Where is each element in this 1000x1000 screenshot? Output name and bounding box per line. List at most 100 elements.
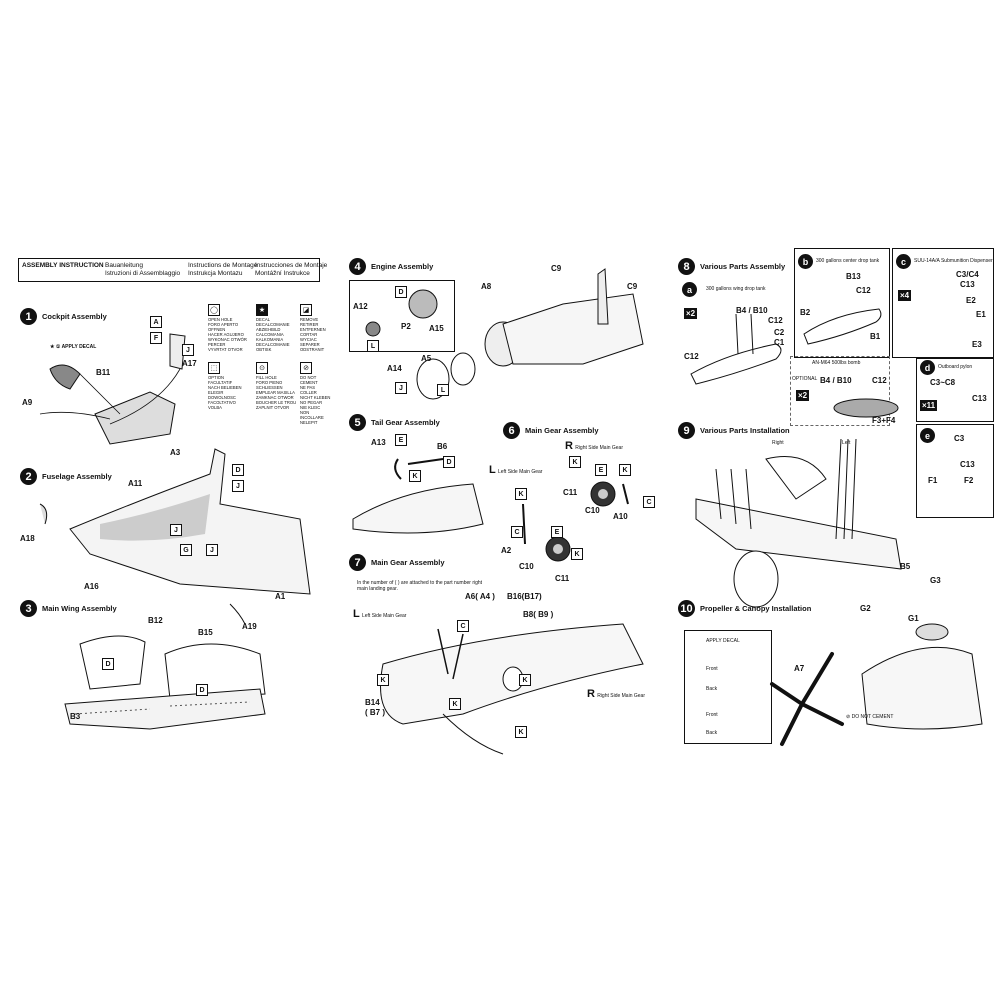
wing-drop-tank-drawing [690, 313, 782, 385]
stores-installation-drawing [695, 438, 902, 608]
step-7-heading: 7 Main Gear Assembly [349, 554, 445, 571]
main-gear-drawing [522, 481, 629, 562]
front-label: Front [706, 666, 718, 672]
part-tag: D [232, 464, 244, 476]
step-number: 9 [678, 422, 695, 439]
part-label: C12 [684, 352, 699, 361]
no-cement-icon: ⊘ [300, 362, 312, 374]
part-tag: G [180, 544, 192, 556]
part-label: C3/C4 [956, 270, 979, 279]
step-number: 5 [349, 414, 366, 431]
step-3-heading: 3 Main Wing Assembly [20, 600, 117, 617]
part-label: E3 [972, 340, 982, 349]
part-label: B4 / B10 [820, 376, 852, 385]
part-label: B12 [148, 616, 163, 625]
part-label: G3 [930, 576, 941, 585]
part-label: A9 [22, 398, 33, 407]
decal-star-icon: ★ [256, 304, 268, 316]
left-gear-label: L Left Side Main Gear [489, 464, 543, 476]
step-number: 7 [349, 554, 366, 571]
part-label: B6 [437, 442, 448, 451]
step-number: 2 [20, 468, 37, 485]
part-label: B5 [900, 562, 911, 571]
main-gear-install-drawing [380, 623, 644, 755]
part-label: B8( B9 ) [523, 610, 554, 619]
qty-badge: ×11 [920, 400, 938, 411]
part-label: C9 [627, 282, 638, 291]
header-lang-pl: Instrukcja Montazu [188, 270, 243, 277]
tail-gear-drawing [352, 458, 484, 534]
part-label: A8 [481, 282, 492, 291]
remove-icon: ◪ [300, 304, 312, 316]
sub-step-e: e [920, 428, 935, 443]
step-title: Cockpit Assembly [42, 312, 107, 321]
part-label: C13 [960, 460, 975, 469]
part-label: C11 [555, 574, 570, 583]
outboard-pylon-note: Outboard pylon [938, 364, 973, 370]
apply-decal-note: ★ ① APPLY DECAL [50, 344, 97, 350]
part-label: B1 [870, 332, 881, 341]
instruction-page-2: 4 Engine Assembly A8 C9 C9 A12 P2 A15 A1… [343, 244, 663, 756]
part-tag: K [619, 464, 631, 476]
part-label: C12 [856, 286, 871, 295]
part-label: C10 [585, 506, 600, 515]
part-tag: C [457, 620, 469, 632]
bomb-drawing [833, 398, 899, 418]
step-title: Main Wing Assembly [42, 604, 117, 613]
part-tag: C [511, 526, 523, 538]
decal-detail-panel [684, 630, 772, 744]
part-label: B16(B17) [507, 592, 542, 601]
engine-drawing [365, 268, 644, 400]
part-label: B3 [70, 712, 81, 721]
sub-step-d: d [920, 360, 935, 375]
header-lang-it: Istruzioni di Assemblaggio [105, 270, 181, 277]
part-tag: F [150, 332, 162, 344]
part-tag: C [643, 496, 655, 508]
part-label: C11 [563, 488, 578, 497]
bomb-option-panel [790, 356, 890, 426]
part-tag: K [571, 548, 583, 560]
sub-step-c: c [896, 254, 911, 269]
step-number: 10 [678, 600, 695, 617]
part-tag: K [377, 674, 389, 686]
part-tag: K [409, 470, 421, 482]
right-main-gear-label: R Right Side Main Gear [587, 688, 645, 700]
part-tag: D [395, 286, 407, 298]
header-lang-fr: Instructions de Montage [188, 262, 258, 269]
front-label-2: Front [706, 712, 718, 718]
part-label: C13 [972, 394, 987, 403]
dispenser-panel [892, 248, 994, 358]
wing-drop-tank-note: 300 gallons wing drop tank [706, 286, 766, 292]
pod-panel [916, 424, 994, 518]
left-label: Left [842, 440, 851, 446]
step-title: Fuselage Assembly [42, 472, 112, 481]
part-label: A6( A4 ) [465, 592, 495, 601]
step-5-heading: 5 Tail Gear Assembly [349, 414, 440, 431]
qty-badge: ×2 [796, 390, 810, 401]
header-lang-cz: Montážní Instrukce [255, 270, 310, 277]
part-label: C9 [551, 264, 562, 273]
instruction-page-1: ASSEMBLY INSTRUCTION Bauanleitung Istruz… [10, 244, 332, 756]
engine-detail-box [349, 280, 455, 352]
step-number: 4 [349, 258, 366, 275]
qty-badge: ×2 [684, 308, 698, 319]
header-title: ASSEMBLY INSTRUCTION [22, 262, 104, 269]
optional-note: OPTIONAL [792, 376, 818, 382]
fuselage-drawing [39, 448, 311, 625]
header-table [18, 258, 320, 282]
part-label: B11 [96, 368, 111, 377]
sub-step-b: b [798, 254, 813, 269]
cockpit-tub-drawing [39, 333, 186, 445]
part-label: A3 [170, 448, 181, 457]
part-label: A1 [275, 592, 286, 601]
part-label: A5 [421, 354, 432, 363]
center-tank-note: 300 gallons center drop tank [816, 258, 880, 264]
part-tag: D [102, 658, 114, 670]
right-gear-label: R Right Side Main Gear [565, 440, 623, 452]
option-icon: ⬚ [208, 362, 220, 374]
part-label: F3+F4 [872, 416, 896, 425]
apply-decal-note-2: APPLY DECAL [706, 638, 740, 644]
